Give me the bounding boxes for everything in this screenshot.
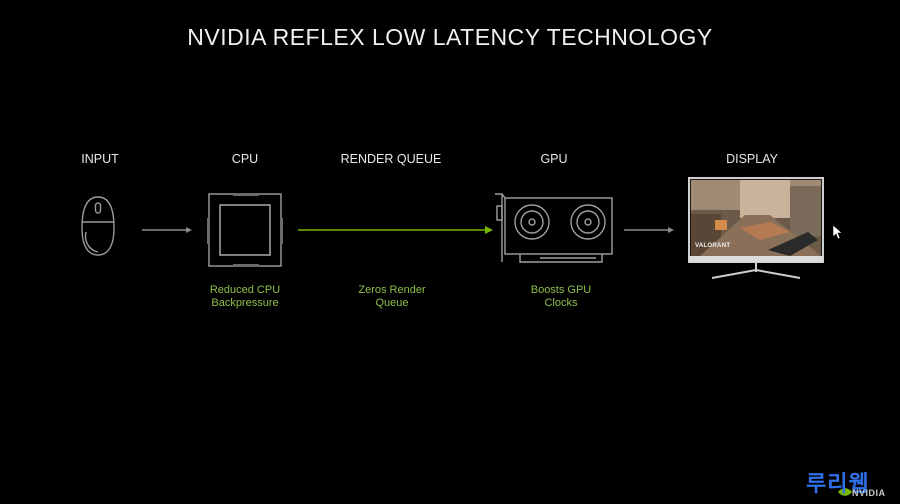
watermark-brand: NVIDIA [852, 488, 886, 498]
caption-render-queue-line2: Queue [375, 297, 409, 309]
game-screenshot [691, 180, 821, 256]
caption-gpu-line1: Boosts GPU [530, 284, 592, 296]
caption-cpu-line1: Reduced CPU [209, 284, 281, 296]
caption-gpu-line2: Clocks [544, 297, 578, 309]
gpu-card-icon [495, 193, 613, 263]
page-title: NVIDIA REFLEX LOW LATENCY TECHNOLOGY [187, 24, 713, 50]
stage-label-cpu: CPU [231, 152, 259, 166]
stage-label-display: DISPLAY [726, 152, 778, 166]
caption-render-queue-line1: Zeros Render [358, 284, 426, 296]
stage-label-input: INPUT [81, 152, 119, 166]
monitor-icon [688, 177, 824, 279]
caption-cpu-line2: Backpressure [211, 297, 279, 309]
nvidia-eye-icon [838, 488, 852, 496]
stage-label-render-queue: RENDER QUEUE [340, 152, 442, 166]
arrow-gpu-display [624, 227, 674, 233]
game-logo-text: VALORANT [695, 243, 731, 249]
render-queue-arrow [298, 226, 493, 234]
cpu-chip-icon [207, 193, 283, 267]
arrow-input-cpu [142, 227, 192, 233]
mouse-icon [81, 196, 115, 256]
stage-label-gpu: GPU [540, 152, 568, 166]
caption-cpu: Reduced CPU Backpressure [180, 284, 310, 310]
caption-render-queue: Zeros Render Queue [327, 284, 457, 310]
cursor-icon [832, 224, 843, 240]
caption-gpu: Boosts GPU Clocks [496, 284, 626, 310]
watermark-text: 루리웹 [806, 471, 870, 496]
